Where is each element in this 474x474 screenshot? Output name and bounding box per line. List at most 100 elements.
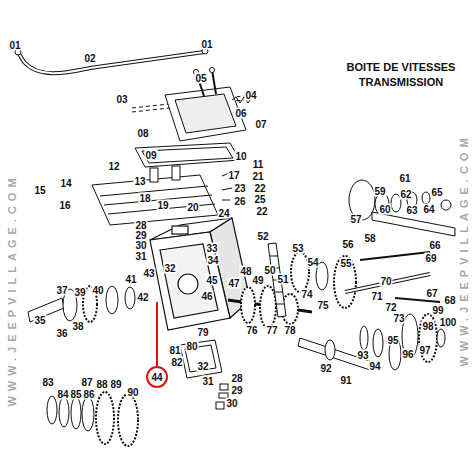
callout-number: 64 — [422, 204, 435, 215]
rear-bearings — [419, 314, 437, 362]
callout-number: 31 — [201, 376, 214, 387]
callout-number: 06 — [234, 108, 247, 119]
shift-rods — [345, 274, 430, 292]
shift-rail-plate — [172, 166, 180, 180]
callout-number: 35 — [33, 315, 46, 326]
callout-number: 89 — [109, 379, 122, 390]
callout-number: 37 — [55, 285, 68, 296]
callout-number: 92 — [319, 363, 332, 374]
callout-highlight — [147, 367, 167, 387]
callout-number: 16 — [58, 200, 71, 211]
gearbox-case — [178, 274, 198, 294]
callout-number: 11 — [252, 159, 265, 170]
callout-number: 05 — [194, 73, 207, 84]
callout-number: 23 — [233, 183, 246, 194]
rear-housing — [441, 200, 451, 210]
callout-number: 60 — [378, 204, 391, 215]
callout-number: 87 — [80, 377, 93, 388]
synchro-rings — [47, 396, 57, 424]
callout-number: 34 — [206, 255, 219, 266]
cover-gasket — [135, 143, 240, 167]
callout-number: 39 — [73, 287, 86, 298]
callout-number: 95 — [386, 335, 399, 346]
gearbox-case — [150, 218, 250, 330]
callout-number: 85 — [69, 389, 82, 400]
callout-number: 40 — [91, 285, 104, 296]
callout-number: 22 — [255, 206, 268, 217]
callout-number: 68 — [443, 295, 456, 306]
callout-number: 49 — [251, 275, 264, 286]
callout-number: 30 — [134, 240, 147, 251]
callout-number: 98 — [421, 321, 434, 332]
callout-number: 82 — [170, 357, 183, 368]
callout-number: 50 — [263, 265, 276, 276]
shift-rail-plate — [150, 168, 158, 182]
callout-number: 70 — [379, 276, 392, 287]
callout-number: 13 — [133, 176, 146, 187]
rear-bearings — [437, 329, 445, 347]
callout-number: 88 — [95, 379, 108, 390]
callout-number: 76 — [245, 325, 258, 336]
callout-number: 19 — [156, 200, 169, 211]
callout-number: 79 — [196, 327, 209, 338]
callout-number: 41 — [124, 274, 137, 285]
callout-number: 20 — [186, 202, 199, 213]
countershaft-cluster — [228, 286, 312, 328]
shift-rail-plate — [92, 166, 232, 225]
callout-number: 07 — [254, 119, 267, 130]
mainshaft-gears — [334, 256, 356, 308]
callout-number: 42 — [136, 292, 149, 303]
callout-number: 83 — [41, 377, 54, 388]
callout-number: 69 — [424, 253, 437, 264]
gearbox-case — [150, 232, 230, 330]
callout-number: 91 — [339, 375, 352, 386]
side-cover — [220, 384, 228, 390]
input-shaft — [125, 287, 135, 309]
rear-housing — [349, 180, 455, 236]
rear-housing — [422, 192, 430, 204]
synchro-rings — [47, 392, 138, 446]
callout-number: 61 — [398, 173, 411, 184]
callout-number: 93 — [356, 350, 369, 361]
callout-number: 90 — [126, 387, 139, 398]
callout-number: 71 — [370, 291, 383, 302]
callout-number: 59 — [373, 186, 386, 197]
shift-rods — [360, 252, 430, 260]
callout-number: 33 — [205, 243, 218, 254]
callout-number: 55 — [339, 258, 352, 269]
callout-number: 81 — [168, 345, 181, 356]
callout-highlight — [147, 302, 167, 387]
callout-number: 53 — [291, 243, 304, 254]
callout-number: 18 — [138, 193, 151, 204]
callout-number: 03 — [115, 94, 128, 105]
rear-bearings — [360, 326, 368, 350]
callout-number: 10 — [234, 151, 247, 162]
synchro-rings — [59, 397, 69, 427]
watermark: WWW.JEEPVILLAGE.COM — [6, 173, 19, 406]
callout-number: 96 — [401, 349, 414, 360]
shift-tower — [175, 94, 236, 133]
callout-number: 86 — [82, 389, 95, 400]
callout-number: 15 — [33, 185, 46, 196]
callout-number: 25 — [253, 194, 266, 205]
shift-rods — [395, 298, 440, 302]
countershaft-cluster — [241, 287, 255, 323]
diagram-title: BOITE DE VITESSES TRANSMISSION — [332, 60, 470, 90]
shift-rods — [345, 252, 440, 302]
watermark: WWW.JEEPVILLAGE.COM — [458, 133, 471, 366]
callout-number: 65 — [430, 187, 443, 198]
callout-number: 04 — [244, 90, 257, 101]
callout-number: 38 — [71, 321, 84, 332]
callout-number: 66 — [428, 240, 441, 251]
callout-number: 97 — [418, 345, 431, 356]
callout-number: 26 — [233, 196, 246, 207]
synchro-rings — [96, 392, 114, 444]
callout-number: 56 — [341, 239, 354, 250]
callout-number: 52 — [256, 231, 269, 242]
side-cover — [180, 340, 222, 378]
callout-number: 17 — [227, 170, 240, 181]
callout-number: 58 — [363, 233, 376, 244]
linkage-rod — [18, 52, 204, 73]
rear-bearings — [373, 329, 383, 357]
